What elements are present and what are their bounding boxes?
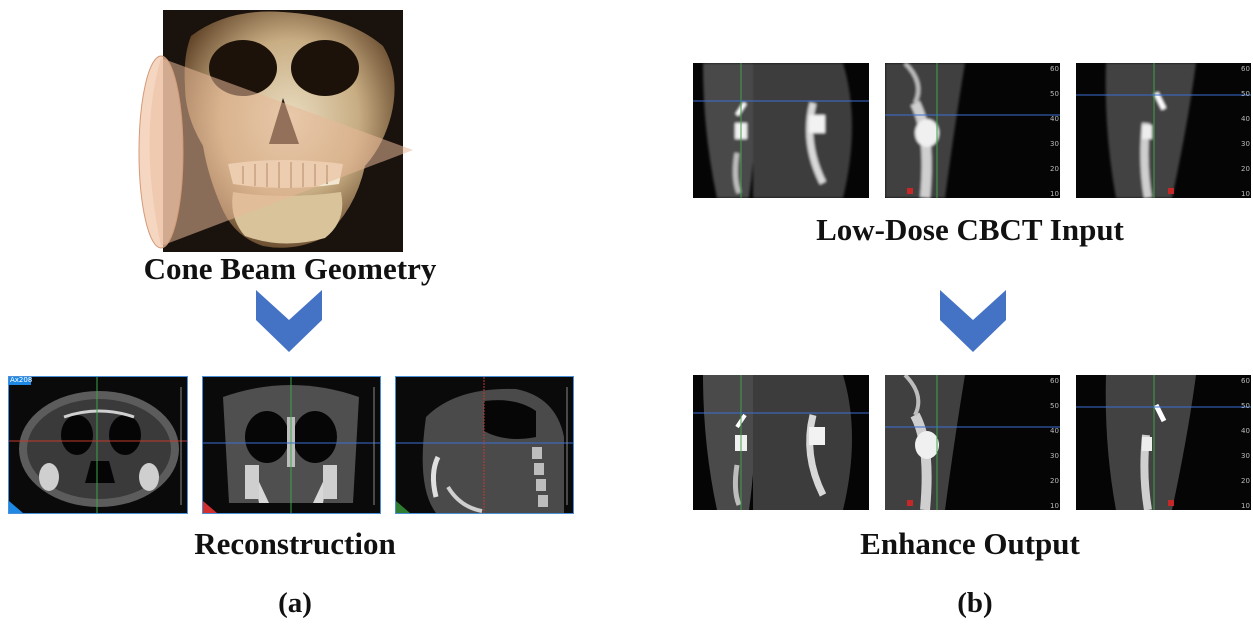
scale-tick-label: 40 (1050, 115, 1059, 123)
scale-tick-label: 60 (1050, 377, 1059, 385)
orientation-marker (1168, 188, 1174, 194)
output-cbct-panel-1 (693, 375, 869, 510)
chevron-down-arrow-right (940, 290, 1006, 352)
chevron-down-arrow-left (256, 290, 322, 352)
orientation-marker (907, 188, 913, 194)
scale-tick-label: 50 (1241, 90, 1250, 98)
cone-beam-skull-illustration (133, 6, 415, 252)
output-cbct-panel-2: 60 50 40 30 20 10 (885, 375, 1060, 510)
enhance-output-caption: Enhance Output (790, 526, 1150, 562)
scale-tick-label: 50 (1050, 90, 1059, 98)
input-cbct-panel-3: 60 50 40 30 20 10 (1076, 63, 1251, 198)
cone-beam-geometry-caption: Cone Beam Geometry (120, 251, 460, 287)
axial-view-tag: Ax208 (10, 376, 32, 384)
scale-tick-label: 10 (1050, 502, 1059, 510)
scale-tick-label: 10 (1050, 190, 1059, 198)
label-b: (b) (930, 587, 1020, 620)
scale-tick-label: 40 (1241, 115, 1250, 123)
scale-tick-label: 50 (1050, 402, 1059, 410)
scale-tick-label: 10 (1241, 190, 1250, 198)
scale-tick-label: 30 (1050, 452, 1059, 460)
coronal-view (202, 376, 381, 514)
sagittal-view (395, 376, 574, 514)
scale-tick-label: 20 (1050, 165, 1059, 173)
scale-tick-label: 30 (1241, 140, 1250, 148)
input-cbct-panel-1 (693, 63, 869, 198)
scale-tick-label: 20 (1241, 477, 1250, 485)
label-a: (a) (250, 587, 340, 620)
scale-tick-label: 60 (1241, 65, 1250, 73)
orientation-marker (907, 500, 913, 506)
reconstruction-caption: Reconstruction (150, 526, 440, 562)
scale-tick-label: 60 (1241, 377, 1250, 385)
scale-tick-label: 20 (1050, 477, 1059, 485)
low-dose-cbct-input-caption: Low-Dose CBCT Input (770, 212, 1170, 248)
scale-tick-label: 40 (1241, 427, 1250, 435)
scale-tick-label: 30 (1241, 452, 1250, 460)
scale-tick-label: 40 (1050, 427, 1059, 435)
scale-tick-label: 20 (1241, 165, 1250, 173)
scale-tick-label: 60 (1050, 65, 1059, 73)
axial-view: Ax208 (8, 376, 188, 514)
scale-tick-label: 30 (1050, 140, 1059, 148)
input-cbct-panel-2: 60 50 40 30 20 10 (885, 63, 1060, 198)
scale-tick-label: 10 (1241, 502, 1250, 510)
scale-tick-label: 50 (1241, 402, 1250, 410)
orientation-marker (1168, 500, 1174, 506)
output-cbct-panel-3: 60 50 40 30 20 10 (1076, 375, 1251, 510)
